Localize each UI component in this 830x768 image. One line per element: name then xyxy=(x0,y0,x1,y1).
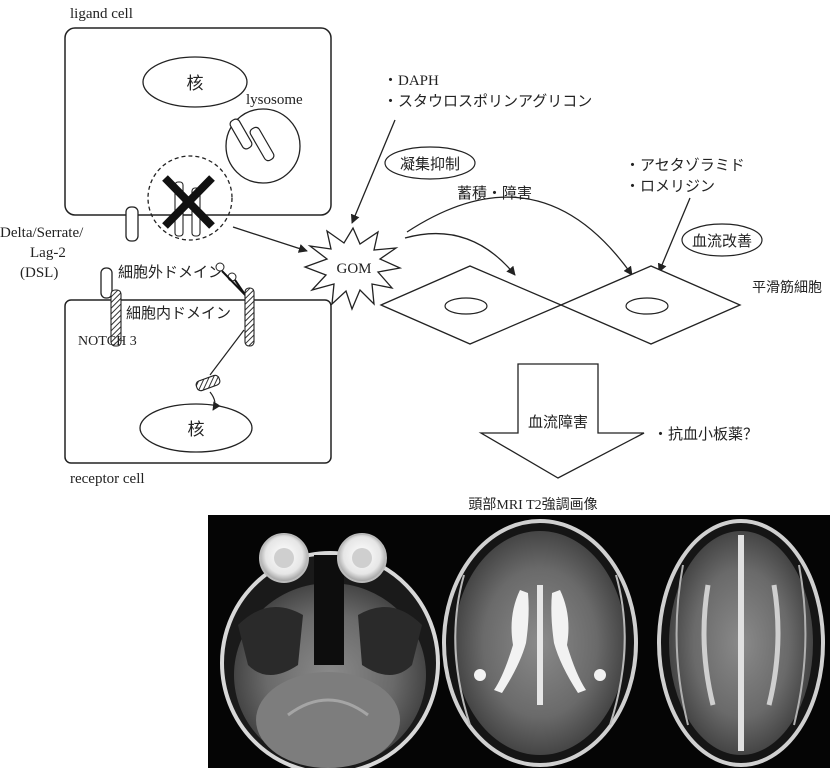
receptor-cell-label: receptor cell xyxy=(70,471,145,487)
notch3-label: NOTCH 3 xyxy=(78,334,137,349)
aggregation-inhibition-label: 凝集抑制 xyxy=(400,156,460,173)
block-x-icon xyxy=(165,178,212,226)
blood-flow-disorder-label: 血流障害 xyxy=(528,413,588,431)
mri-slice-vertex xyxy=(659,521,823,765)
notch-extracellular-stub xyxy=(101,268,112,298)
ligand-nucleus-label: 核 xyxy=(187,74,204,93)
drug-to-muscle-arrow xyxy=(659,198,690,272)
domain-release-line xyxy=(210,330,244,375)
domain-to-nucleus-arrow xyxy=(210,392,215,410)
gom-label: GOM xyxy=(336,261,371,277)
smooth-muscle-label: 平滑筋細胞 xyxy=(752,279,822,296)
drug-acetazolamide: ・アセタゾラミド xyxy=(625,157,745,174)
accumulation-damage-label: 蓄積・障害 xyxy=(457,184,532,202)
blood-flow-improvement-label: 血流改善 xyxy=(692,233,752,250)
drug-to-gom-arrow xyxy=(352,120,395,223)
drug-daph: ・DAPH xyxy=(383,73,439,89)
mri-slice-orbit xyxy=(222,534,438,768)
dsl-label-line2: Lag-2 xyxy=(30,245,66,261)
lysosome-protein-a xyxy=(229,118,254,151)
smooth-muscle-cell-left xyxy=(381,266,561,344)
lysosome-protein-b xyxy=(249,126,276,162)
dsl-label-line3: (DSL) xyxy=(20,265,58,281)
dsl-ligand xyxy=(126,207,138,241)
mri-title: 頭部MRI T2強調画像 xyxy=(468,497,597,513)
smooth-muscle-cell-right xyxy=(561,266,740,344)
cleaved-notch3-receptor xyxy=(245,288,254,346)
antiplatelet-label: ・抗血小板薬？ xyxy=(653,425,758,443)
drug-lomerizine: ・ロメリジン xyxy=(625,179,715,195)
accumulation-arrow-left xyxy=(405,234,515,275)
released-intracellular-domain xyxy=(195,374,221,392)
extracellular-domain-label: 細胞外ドメイン xyxy=(118,264,223,281)
ligand-cell-label: ligand cell xyxy=(70,6,133,22)
receptor-nucleus-label: 核 xyxy=(188,420,205,439)
mri-image-panel xyxy=(208,515,830,768)
drug-staurosporine: ・スタウロスポリンアグリコン xyxy=(383,93,592,110)
lysosome-label: lysosome xyxy=(246,92,303,108)
lesion-to-gom-arrow xyxy=(233,227,307,251)
dsl-label-line1: Delta/Serrate/ xyxy=(0,225,84,241)
mri-slice-ventricles xyxy=(444,521,636,765)
intracellular-domain-label: 細胞内ドメイン xyxy=(126,305,231,322)
pathway-diagram: ligand cell 核 lysosome Delta/Serrate/ La… xyxy=(0,0,830,515)
accumulation-arrow-right xyxy=(407,197,632,275)
